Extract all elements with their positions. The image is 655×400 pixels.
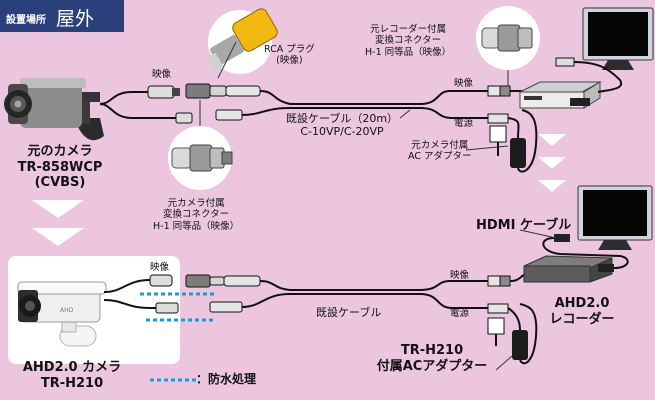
old-power-label: 電源 [454, 118, 474, 129]
svg-text:AHD: AHD [60, 307, 74, 314]
ahd-recorder-label: AHD2.0 レコーダー [549, 296, 615, 327]
camera-connector-label: 元カメラ付属 変換コネクター H-1 同等品（映像） [153, 198, 240, 232]
old-recorder-icon [519, 81, 602, 109]
recorder-bnc-connector-icon [476, 6, 540, 86]
old-adapter-label: 元カメラ付属 AC アダプター [408, 140, 472, 163]
new-camera-icon: AHD [17, 281, 107, 347]
flow-arrows [32, 134, 566, 246]
waterproof-markers [140, 292, 214, 382]
hdmi-cable-icon [542, 234, 629, 272]
rca-plug-icon [206, 8, 278, 79]
new-adapter-label: TR-H210 付属ACアダプター [376, 343, 488, 374]
rca-plug-label: RCA プラグ (映像) [264, 44, 315, 67]
new-camera-video-label: 映像 [150, 262, 170, 273]
location-sub-label: 設置場所 [6, 15, 46, 26]
new-ac-adapter-icon [487, 303, 538, 365]
old-ac-adapter-icon [489, 109, 538, 173]
old-recorder-video-label: 映像 [454, 78, 474, 89]
new-monitor-icon [577, 185, 653, 250]
hdmi-cable-label: HDMI ケーブル [476, 218, 572, 233]
waterproof-legend-label: ：防水処理 [196, 372, 257, 386]
old-camera-video-label: 映像 [152, 69, 172, 80]
old-monitor-icon [555, 7, 654, 70]
new-camera-label: AHD2.0 カメラ TR-H210 [22, 360, 122, 391]
old-camera-icon [4, 78, 104, 141]
camera-bnc-connector-icon [168, 100, 233, 190]
new-cable-label: 既設ケーブル [316, 306, 382, 319]
old-camera-label: 元のカメラ TR-858WCP (CVBS) [17, 144, 103, 191]
new-power-label: 電源 [450, 308, 470, 319]
new-recorder-video-label: 映像 [450, 270, 470, 281]
location-badge: 設置場所 屋外 [0, 0, 124, 32]
recorder-connector-label: 元レコーダー付属 変換コネクター H-1 同等品（映像） [365, 24, 452, 58]
location-main-label: 屋外 [56, 8, 95, 30]
old-cable-label: 既設ケーブル（20m） C-10VP/C-20VP [286, 112, 399, 139]
